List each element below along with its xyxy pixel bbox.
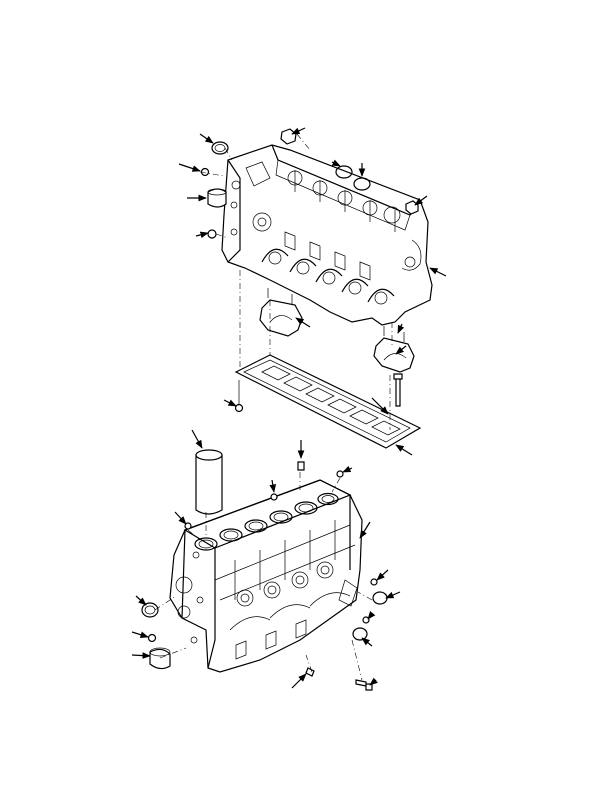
callout-arrows [131, 127, 447, 689]
o-ring-top-left [211, 141, 229, 155]
seal-lower-left [149, 647, 171, 670]
main-bearing-cap-right [373, 326, 415, 373]
o-ring-lower-right-1 [372, 591, 388, 605]
oil-pan-gasket [234, 354, 422, 449]
plug-top [280, 128, 297, 145]
o-ring-lower-left [141, 602, 159, 618]
o-ring-pair [335, 165, 371, 191]
cylinder-block [169, 479, 363, 673]
alignment-lines [154, 133, 393, 681]
bolt-bottom [305, 667, 373, 691]
bolt-long-right [393, 373, 403, 407]
bolt-gasket-left [234, 380, 244, 413]
main-bearing-cap-left [259, 288, 303, 337]
bedplate-assembly [221, 144, 433, 326]
plug-left-small [200, 167, 210, 177]
cylinder-liner [195, 449, 223, 515]
plug-lower-left [147, 633, 157, 643]
plug-left-lower [207, 229, 217, 239]
plug-right [405, 200, 419, 215]
o-ring-lower-right-2 [352, 627, 368, 641]
plug-lower-right [362, 578, 378, 624]
seal-left [207, 188, 227, 208]
dowel-top-block [184, 461, 344, 530]
